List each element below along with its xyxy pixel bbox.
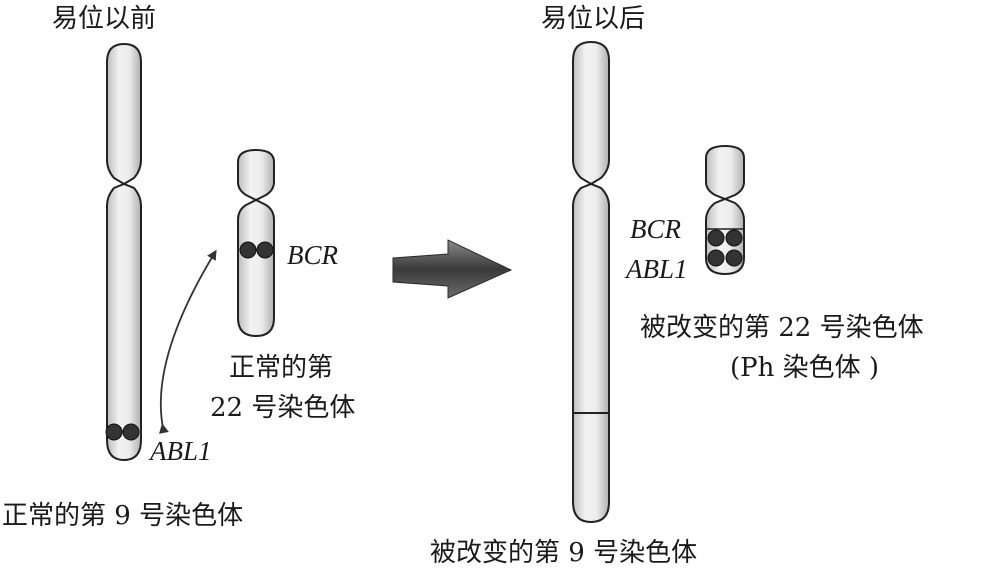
bcr-gene-dot: [725, 229, 743, 247]
abl1-gene-dot: [122, 423, 140, 441]
abl1-gene-dot: [105, 423, 123, 441]
bcr-gene-dot: [707, 229, 725, 247]
ph-short-arm: [705, 144, 745, 201]
altered-chr9-caption: 被改变的第 9 号染色体: [430, 538, 698, 568]
normal-chr22-caption-line2: 22 号染色体: [210, 393, 356, 423]
chr9-long-arm: [106, 182, 142, 462]
bcr-gene-dot: [239, 241, 257, 259]
gene-label-bcr-fused: BCR: [630, 214, 681, 244]
altered-chr9-long-arm: [572, 182, 610, 524]
normal-chr22-caption-line1: 正常的第: [229, 353, 334, 383]
abl1-gene-dot: [725, 249, 743, 267]
altered-chromosome-9: [572, 40, 610, 524]
normal-chromosome-22: [237, 148, 275, 338]
heading-before: 易位以前: [52, 4, 157, 34]
altered-chr9-short-arm: [572, 40, 610, 186]
chr9-short-arm: [106, 42, 142, 186]
ph-chromosome-caption-line1: 被改变的第 22 号染色体: [640, 313, 924, 343]
gene-label-abl1: ABL1: [150, 436, 212, 466]
exchange-double-arrow: [159, 249, 217, 434]
heading-after: 易位以后: [541, 4, 646, 34]
ph-chromosome-caption-line2: (Ph 染色体 ): [730, 353, 880, 383]
translocation-arrow-icon: [392, 239, 513, 299]
chr22-long-arm: [237, 198, 275, 338]
normal-chr9-caption: 正常的第 9 号染色体: [2, 501, 244, 531]
bcr-gene-dot: [256, 241, 274, 259]
normal-chromosome-9: [105, 42, 142, 462]
abl1-gene-dot: [707, 249, 725, 267]
altered-chromosome-22: [705, 144, 745, 276]
gene-label-bcr: BCR: [287, 240, 338, 270]
gene-label-abl1-fused: ABL1: [626, 254, 688, 284]
chr22-short-arm: [237, 148, 275, 202]
